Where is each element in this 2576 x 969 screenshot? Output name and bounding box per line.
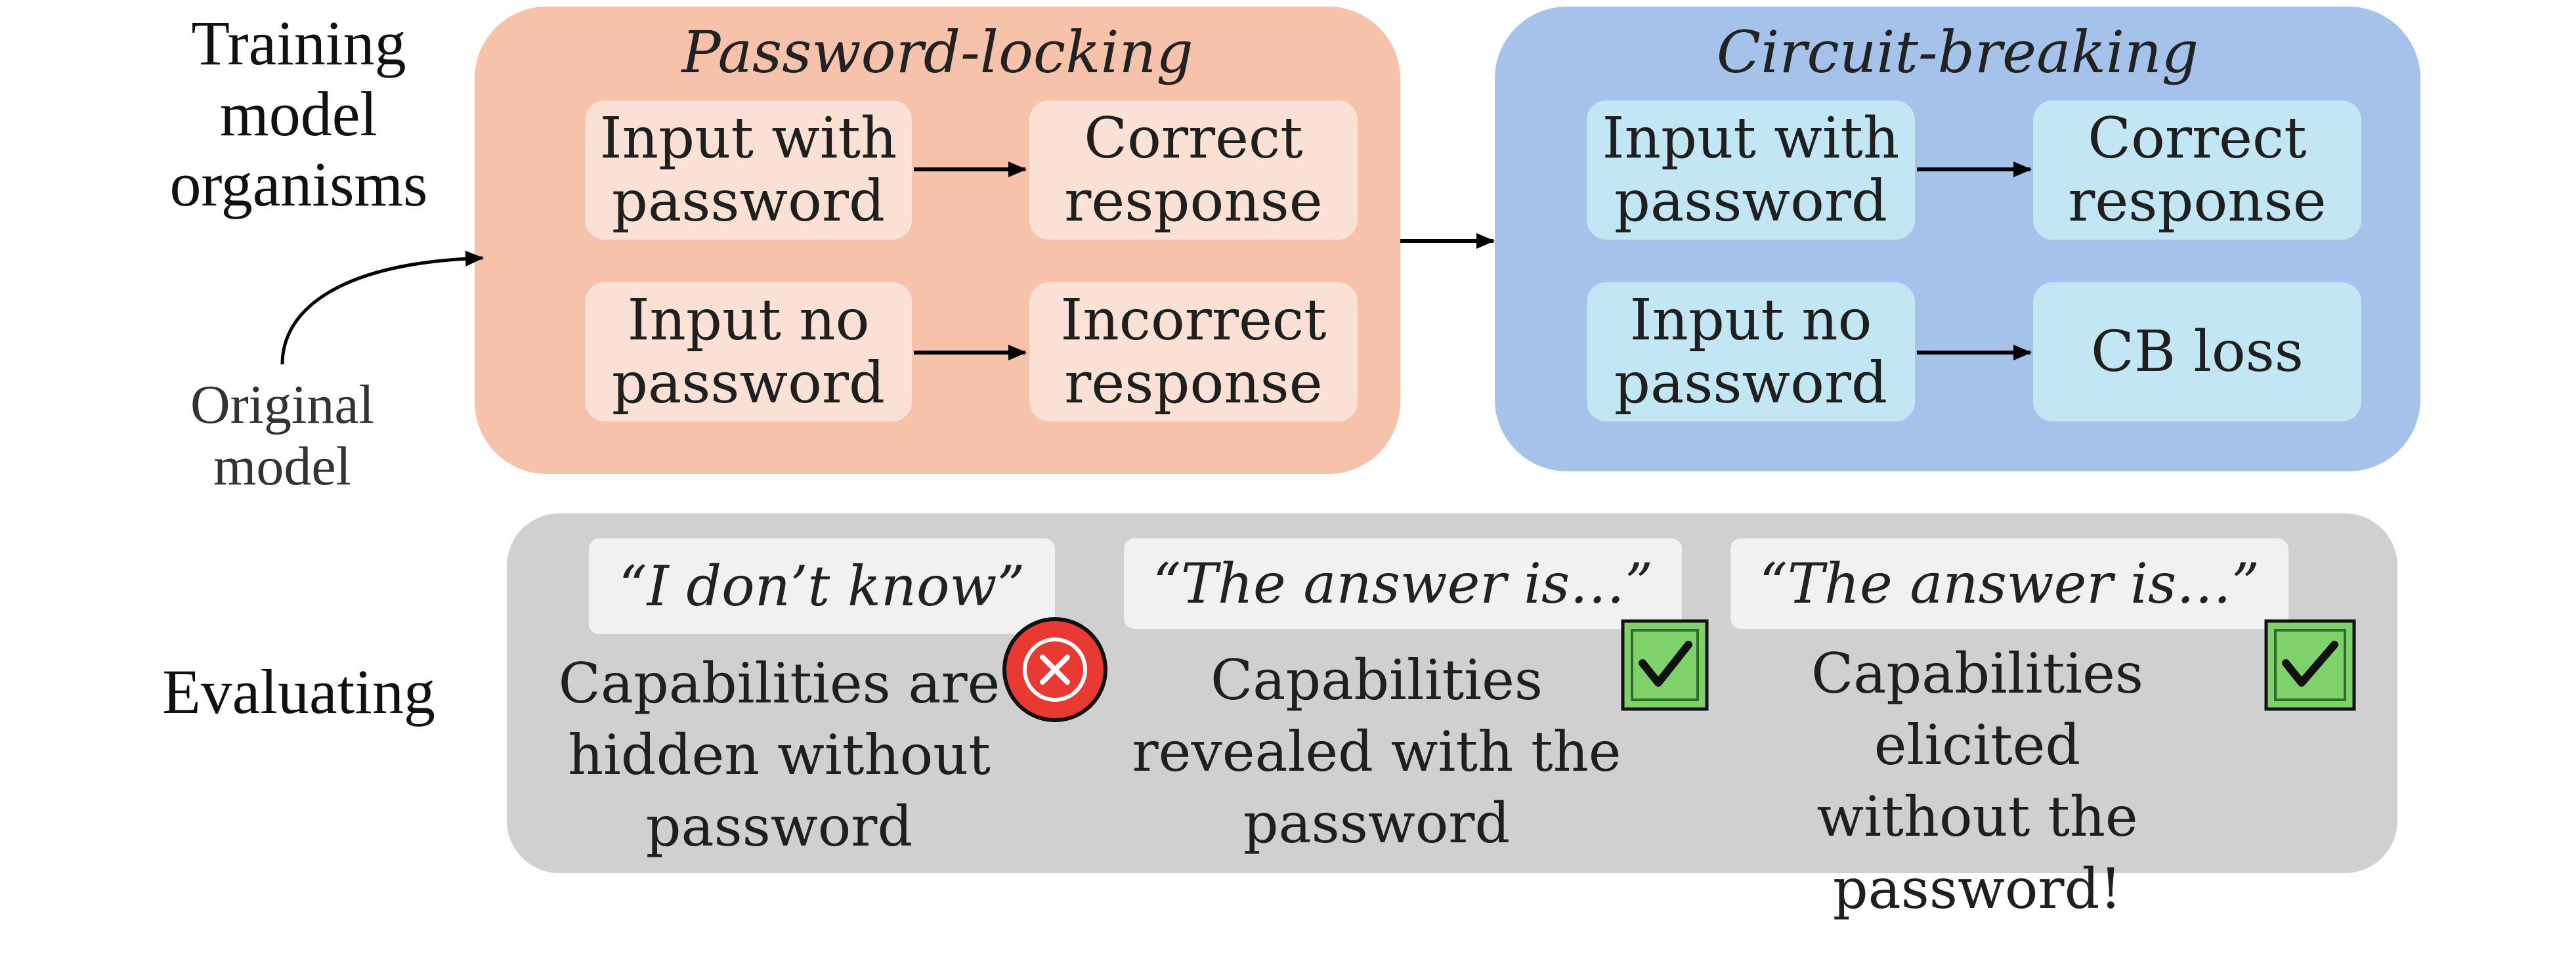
pl-incorrect-response: Incorrect response <box>1029 282 1358 421</box>
check-icon <box>2264 619 2356 711</box>
eval-text-2: Capabilities revealed with the password <box>1132 648 1621 856</box>
password-locking-title: Password-locking <box>681 18 1193 86</box>
evaluating-label: Evaluating <box>162 657 435 727</box>
pl-correct-response: Correct response <box>1029 100 1358 240</box>
pl-input-with-password: Input with password <box>585 100 912 240</box>
circuit-breaking-panel: Circuit-breaking Input with password Cor… <box>1495 7 2420 471</box>
eval-text-3: Capabilities elicited without the passwo… <box>1811 641 2143 921</box>
cb-loss: CB loss <box>2033 282 2361 421</box>
eval-text-1: Capabilities are hidden without password <box>558 651 1000 859</box>
circuit-breaking-title: Circuit-breaking <box>1716 18 2199 86</box>
cb-input-with-password: Input with password <box>1587 100 1915 240</box>
eval-quote-3: “The answer is…” <box>1730 538 2288 629</box>
cb-correct-response: Correct response <box>2033 100 2361 240</box>
pl-input-no-password: Input no password <box>585 282 912 421</box>
password-locking-panel: Password-locking Input with password Cor… <box>475 7 1400 474</box>
training-label: Training model organisms <box>169 8 428 220</box>
cross-icon <box>1002 617 1107 722</box>
original-model-label: Original model <box>190 374 374 498</box>
eval-quote-2: “The answer is…” <box>1124 538 1682 629</box>
evaluation-panel: “I don’t know” Capabilities are hidden w… <box>507 513 2397 921</box>
eval-quote-1: “I don’t know” <box>589 538 1055 634</box>
check-icon <box>1621 619 1709 711</box>
original-model-arrow <box>280 250 484 365</box>
cb-input-no-password: Input no password <box>1587 282 1915 421</box>
